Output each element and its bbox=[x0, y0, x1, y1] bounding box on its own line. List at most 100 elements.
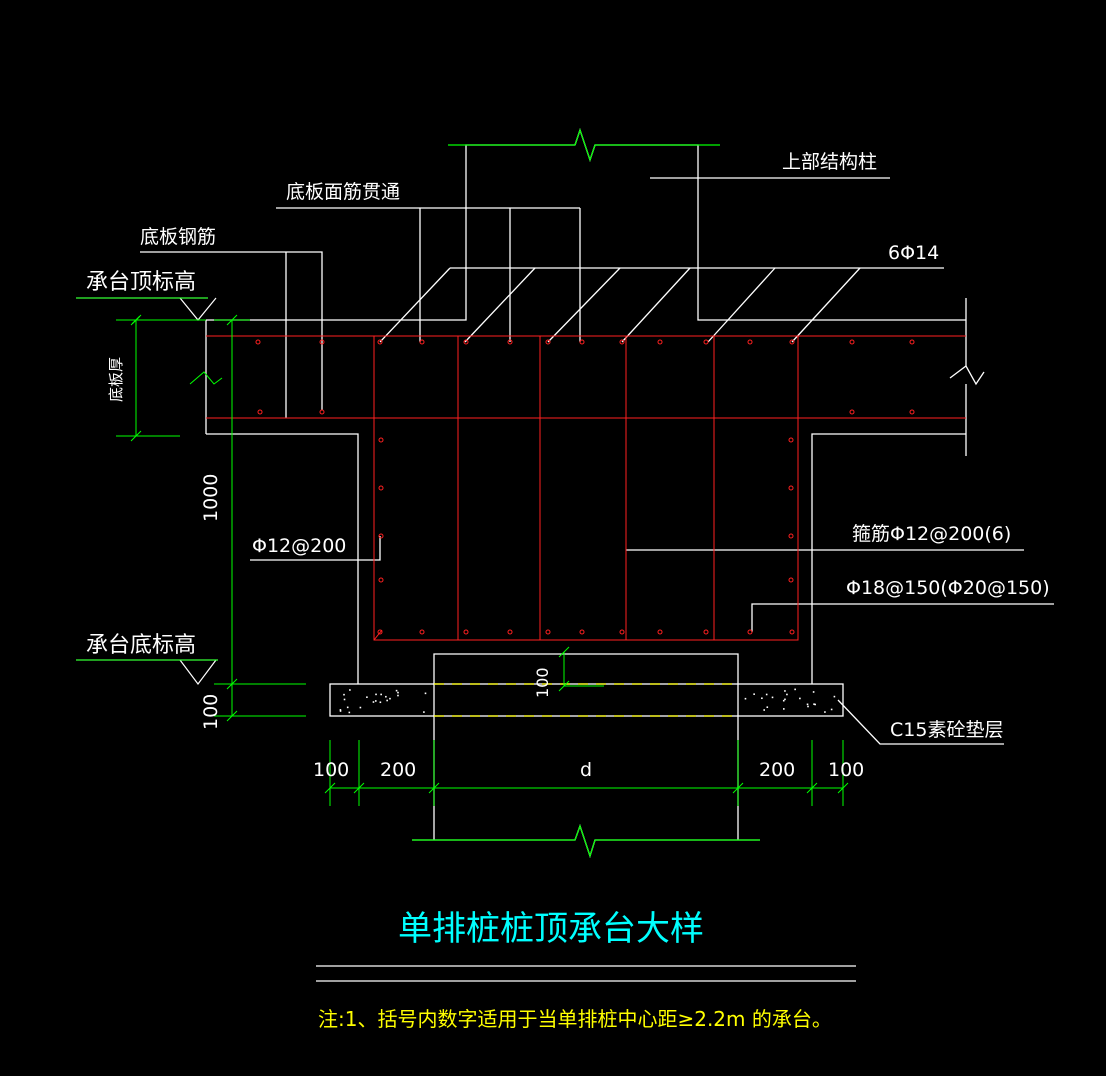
slab-bottom-right bbox=[811, 433, 966, 684]
cushion-speckle bbox=[761, 697, 763, 700]
bottom-elevation-triangle bbox=[179, 659, 217, 685]
rebar-dot bbox=[463, 629, 469, 635]
rebar-dot bbox=[619, 339, 625, 345]
cushion-speckle bbox=[807, 705, 809, 708]
cushion-speckle bbox=[813, 703, 815, 705]
dimension-lines bbox=[76, 144, 849, 841]
rebar-dot bbox=[507, 629, 513, 635]
cushion-speckle bbox=[395, 689, 398, 692]
rebar-dot bbox=[849, 409, 855, 415]
cushion-speckle bbox=[348, 711, 351, 714]
label-upper-column: 上部结构柱 bbox=[782, 151, 877, 173]
cushion-speckle bbox=[359, 706, 362, 709]
rebar-dot bbox=[579, 629, 585, 635]
pile-outline bbox=[433, 653, 739, 840]
rebar-dot bbox=[747, 339, 753, 345]
rebar-dot bbox=[255, 339, 261, 345]
cushion-speckle bbox=[783, 708, 785, 710]
rebar-dot bbox=[788, 577, 794, 583]
dim-bottom-0: 100 bbox=[313, 759, 349, 781]
rebar-dot bbox=[545, 629, 551, 635]
rebar-dot bbox=[507, 339, 513, 345]
label-cap-bottom-elevation: 承台底标高 bbox=[86, 633, 196, 658]
cushion-speckle bbox=[423, 711, 425, 713]
top-elevation-triangle bbox=[179, 297, 217, 321]
rebar-dot bbox=[619, 629, 625, 635]
rebar-dot bbox=[419, 629, 425, 635]
label-bottom-bars: Φ18@150(Φ20@150) bbox=[846, 577, 1050, 599]
cushion-speckle bbox=[349, 689, 351, 691]
cushion-speckle bbox=[397, 694, 399, 697]
rebar-dot bbox=[657, 339, 663, 345]
dim-bottom-4: 100 bbox=[828, 759, 864, 781]
pile-bottom-break bbox=[412, 824, 760, 859]
cushion-speckle bbox=[784, 690, 786, 692]
cushion-speckle bbox=[830, 708, 833, 711]
cushion-speckle bbox=[346, 706, 349, 709]
cushion-speckle bbox=[786, 693, 788, 696]
cushion-speckle bbox=[753, 693, 755, 695]
leader-slab-rebar bbox=[140, 251, 323, 410]
cushion-speckle bbox=[374, 700, 377, 702]
cushion-speckle bbox=[379, 701, 382, 704]
column-top-break bbox=[574, 127, 966, 321]
cushion-speckle bbox=[824, 711, 826, 713]
cushion-speckle bbox=[343, 693, 345, 696]
rebar-dot bbox=[377, 629, 383, 635]
dim-bottom-2: d bbox=[580, 759, 592, 781]
leader-cushion bbox=[837, 699, 1004, 745]
dim-break bbox=[189, 371, 223, 385]
label-cushion: C15素砼垫层 bbox=[890, 719, 1003, 741]
cushion-speckle bbox=[794, 688, 796, 691]
cushion-speckle bbox=[424, 692, 427, 695]
cushion-speckle bbox=[386, 699, 388, 702]
pile-break-green bbox=[412, 128, 760, 858]
cushion-hatch bbox=[339, 688, 836, 714]
rebar-dot bbox=[378, 577, 384, 583]
rebar-cage bbox=[206, 335, 966, 641]
label-slab-thickness: 底板厚 bbox=[107, 357, 125, 402]
slab-bottom-left bbox=[206, 433, 359, 684]
cushion-speckle bbox=[765, 693, 768, 696]
leader-bottom-bars bbox=[751, 603, 1054, 632]
rebar-dot bbox=[788, 485, 794, 491]
dim-cushion: 100 bbox=[200, 694, 222, 730]
rebar-dot bbox=[788, 437, 794, 443]
cushion-speckle bbox=[375, 693, 377, 696]
label-slab-top-through: 底板面筋贯通 bbox=[286, 181, 400, 203]
cushion-speckle bbox=[806, 703, 809, 706]
pile-embed-lines bbox=[434, 683, 738, 717]
slab-right-break bbox=[949, 365, 985, 386]
cushion-speckle bbox=[799, 697, 801, 700]
rebar-dot bbox=[909, 409, 915, 415]
label-slab-rebar: 底板钢筋 bbox=[140, 226, 216, 248]
rebar-dot bbox=[378, 485, 384, 491]
drawing-title: 单排桩桩顶承台大样 bbox=[398, 909, 704, 949]
cushion-speckle bbox=[389, 697, 391, 700]
slab-top-edge bbox=[206, 144, 575, 321]
rebar-bars bbox=[255, 339, 915, 635]
cushion-speckle bbox=[372, 701, 375, 703]
rebar-dot bbox=[378, 533, 384, 539]
cushion-speckle bbox=[380, 693, 382, 696]
rebar-dot bbox=[378, 437, 384, 443]
cushion-speckle bbox=[814, 703, 816, 706]
cap-stirrup-outline bbox=[373, 335, 799, 641]
rebar-dot bbox=[377, 339, 383, 345]
cushion-speckle bbox=[366, 696, 368, 699]
dim-cap-height: 1000 bbox=[200, 474, 222, 522]
rebar-dot bbox=[257, 409, 263, 415]
cushion-speckle bbox=[339, 709, 342, 711]
label-side-bars: Φ12@200 bbox=[252, 535, 346, 557]
cushion-speckle bbox=[343, 698, 346, 701]
cushion-speckle bbox=[744, 697, 747, 700]
cushion-speckle bbox=[784, 698, 786, 701]
rebar-dot bbox=[319, 409, 325, 415]
rebar-dot bbox=[909, 339, 915, 345]
rebar-dot bbox=[789, 339, 795, 345]
rebar-dot bbox=[703, 629, 709, 635]
dim-bottom-1: 200 bbox=[380, 759, 416, 781]
rebar-dot bbox=[419, 339, 425, 345]
label-stirrup: 箍筋Φ12@200(6) bbox=[852, 523, 1011, 545]
